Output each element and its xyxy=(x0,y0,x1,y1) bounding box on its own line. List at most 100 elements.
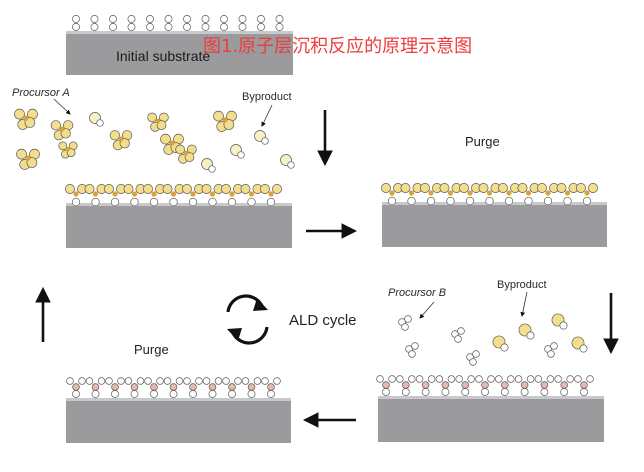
oxygen-atom xyxy=(275,23,284,31)
ligand-atom xyxy=(478,183,489,193)
ligand-atom xyxy=(221,184,231,194)
hydrogen-atom xyxy=(183,15,191,23)
surface-oxygen xyxy=(524,196,533,206)
purged-precursor-b-layer xyxy=(66,377,281,398)
metal-site xyxy=(247,383,256,391)
surface-oxygen xyxy=(130,390,139,398)
surface-oxygen xyxy=(91,390,100,398)
surface-oxygen xyxy=(111,390,119,398)
metal-site xyxy=(189,383,197,391)
metal-core xyxy=(467,190,473,196)
oxygen-atom xyxy=(127,23,136,31)
metal-core xyxy=(584,190,590,196)
surface-oxygen xyxy=(504,196,514,206)
ligand-atom xyxy=(65,184,75,194)
ligand-atom xyxy=(537,183,547,193)
substrate-after-precursor-b xyxy=(378,396,604,442)
metal-core xyxy=(170,191,177,197)
substrate-initial xyxy=(66,31,293,75)
ligand-atom xyxy=(240,184,251,194)
surface-oxygen xyxy=(228,390,236,398)
metal-site xyxy=(481,381,489,389)
ligand-atom xyxy=(97,377,106,385)
surface-oxygen xyxy=(520,388,529,396)
precursor-a-pointer xyxy=(53,98,71,115)
hydrogen-atom xyxy=(146,15,154,23)
surface-oxygen xyxy=(208,197,217,207)
ligand-atom xyxy=(104,184,114,194)
ald-cycle-icon xyxy=(226,294,269,345)
initial-substrate-label: Initial substrate xyxy=(116,48,210,64)
metal-site xyxy=(91,383,100,391)
ligand-atom xyxy=(163,377,172,385)
ligand-atom xyxy=(175,377,184,385)
metal-core xyxy=(155,118,161,124)
metal-core xyxy=(248,191,255,197)
precursor-b-molecules xyxy=(398,315,558,366)
ligand-atom xyxy=(576,183,586,193)
byproduct-atom xyxy=(526,331,535,340)
initial-hydroxyl-layer xyxy=(72,15,284,31)
ligand-atom xyxy=(272,184,282,194)
ligand-atom xyxy=(85,377,94,385)
metal-core xyxy=(65,146,71,152)
metal-site xyxy=(501,381,509,389)
ligand-atom xyxy=(260,184,270,194)
oxygen-atom xyxy=(183,23,191,31)
ligand-atom xyxy=(534,375,543,383)
reacted-precursor-b-layer xyxy=(376,375,594,396)
precursor-b-atom xyxy=(408,350,416,358)
ligand-atom xyxy=(117,377,125,385)
ligand-atom xyxy=(123,184,134,194)
surface-oxygen xyxy=(189,390,197,398)
surface-oxygen xyxy=(563,196,572,206)
precursor-a-molecules xyxy=(14,108,237,170)
ligand-atom xyxy=(66,377,74,385)
ligand-atom xyxy=(273,377,281,385)
ligand-atom xyxy=(183,377,191,385)
precursor-b-atom xyxy=(411,342,419,350)
ligand-atom xyxy=(495,375,503,383)
substrate-after-purge-2 xyxy=(66,398,291,443)
substrate-after-purge-1 xyxy=(382,202,607,247)
byproduct-molecules-2 xyxy=(492,313,588,353)
ligand-atom xyxy=(439,183,450,193)
metal-core xyxy=(229,191,235,197)
precursor-b-label: Procursor B xyxy=(388,287,446,299)
surface-oxygen xyxy=(247,197,256,207)
ligand-atom xyxy=(261,377,269,385)
ligand-atom xyxy=(175,144,185,155)
ligand-atom xyxy=(144,377,152,385)
surface-oxygen xyxy=(446,196,455,206)
surface-oxygen xyxy=(169,197,178,207)
ligand-atom xyxy=(234,377,242,385)
oxygen-atom xyxy=(146,23,154,31)
ligand-atom xyxy=(554,375,562,383)
surface-oxygen xyxy=(540,388,549,396)
ald-cycle-label: ALD cycle xyxy=(289,312,357,329)
ligand-atom xyxy=(241,377,250,385)
ligand-atom xyxy=(475,375,483,383)
byproduct-atom xyxy=(500,343,509,352)
metal-site xyxy=(402,381,410,389)
surface-oxygen xyxy=(582,196,592,206)
metal-core xyxy=(23,115,29,121)
surface-oxygen xyxy=(543,196,553,206)
metal-core xyxy=(506,190,512,196)
ligand-atom xyxy=(136,377,145,385)
surface-oxygen xyxy=(227,197,237,207)
surface-oxygen xyxy=(266,197,276,207)
metal-core xyxy=(92,191,99,197)
metal-site xyxy=(72,383,80,391)
metal-site xyxy=(111,383,119,391)
ligand-atom xyxy=(58,141,68,151)
oxygen-atom xyxy=(238,23,247,31)
precursor-b-atom xyxy=(457,327,465,335)
ligand-atom xyxy=(202,377,211,385)
oxygen-atom xyxy=(164,23,173,31)
precursor-a-label: Procursor A xyxy=(12,87,70,99)
byproduct-pointer-2 xyxy=(520,291,528,317)
hydrogen-atom xyxy=(275,15,284,23)
surface-oxygen xyxy=(441,388,450,396)
